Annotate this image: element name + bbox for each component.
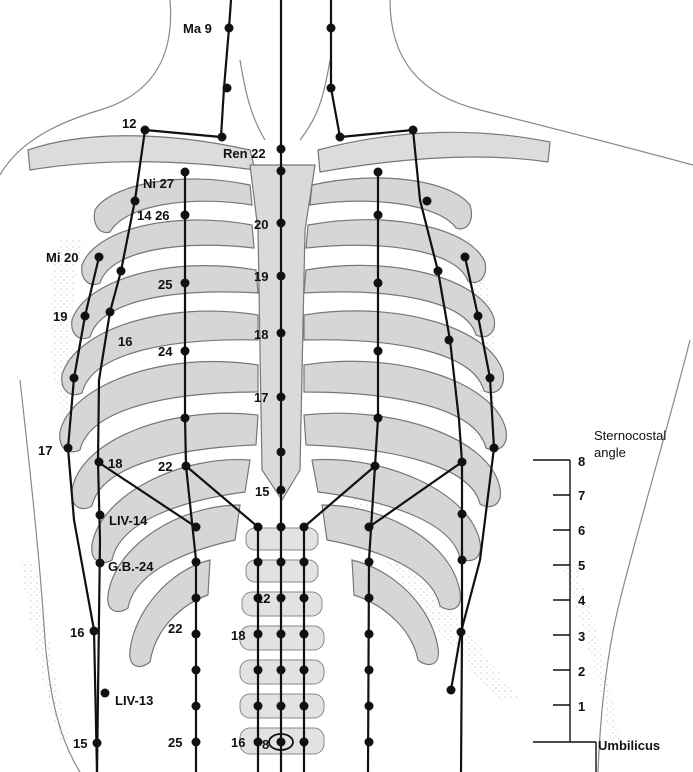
label-ni22: 22 <box>158 459 172 474</box>
label-ren20: 20 <box>254 217 268 232</box>
scale-tick-7: 7 <box>578 488 585 503</box>
label-mi15: 15 <box>73 736 87 751</box>
scale-tick-4: 4 <box>578 593 586 608</box>
label-mi16: 16 <box>70 625 84 640</box>
label-ma16b: 16 <box>231 735 245 750</box>
scale-title-line2: angle <box>594 445 626 460</box>
label-ni26: 14 26 <box>137 208 170 223</box>
label-ma18: 18 <box>108 456 122 471</box>
label-ren19: 19 <box>254 269 268 284</box>
label-ni27: Ni 27 <box>143 176 174 191</box>
label-ren15: 15 <box>255 484 269 499</box>
scale-tick-6: 6 <box>578 523 585 538</box>
label-ni25: 25 <box>158 277 172 292</box>
label-ma9: Ma 9 <box>183 21 212 36</box>
proportional-scale: Sternocostal angle 8 7 6 5 4 3 2 1 Umbil… <box>533 428 666 772</box>
label-ni25b: 25 <box>168 735 182 750</box>
label-ma18b: 18 <box>231 628 245 643</box>
scale-tick-3: 3 <box>578 629 585 644</box>
scale-title-line1: Sternocostal <box>594 428 666 443</box>
label-ren18: 18 <box>254 327 268 342</box>
label-ni24: 24 <box>158 344 173 359</box>
label-mi19: 19 <box>53 309 67 324</box>
label-ren8: 8 <box>262 737 269 752</box>
label-mi17: 17 <box>38 443 52 458</box>
label-liv13: LIV-13 <box>115 693 153 708</box>
label-ren17: 17 <box>254 390 268 405</box>
scale-tick-8: 8 <box>578 454 585 469</box>
label-liv14: LIV-14 <box>109 513 148 528</box>
scale-tick-2: 2 <box>578 664 585 679</box>
label-ni22b: 22 <box>168 621 182 636</box>
label-ma16: 16 <box>118 334 132 349</box>
label-ma12: 12 <box>122 116 136 131</box>
scale-tick-1: 1 <box>578 699 585 714</box>
label-ren12: 12 <box>256 591 270 606</box>
scale-tick-5: 5 <box>578 558 585 573</box>
label-gb24: G.B.-24 <box>108 559 154 574</box>
ribs-right <box>304 178 506 665</box>
scale-umbilicus-label: Umbilicus <box>598 738 660 753</box>
label-mi20: Mi 20 <box>46 250 79 265</box>
ribs-left <box>60 179 258 666</box>
label-ren22: Ren 22 <box>223 146 266 161</box>
